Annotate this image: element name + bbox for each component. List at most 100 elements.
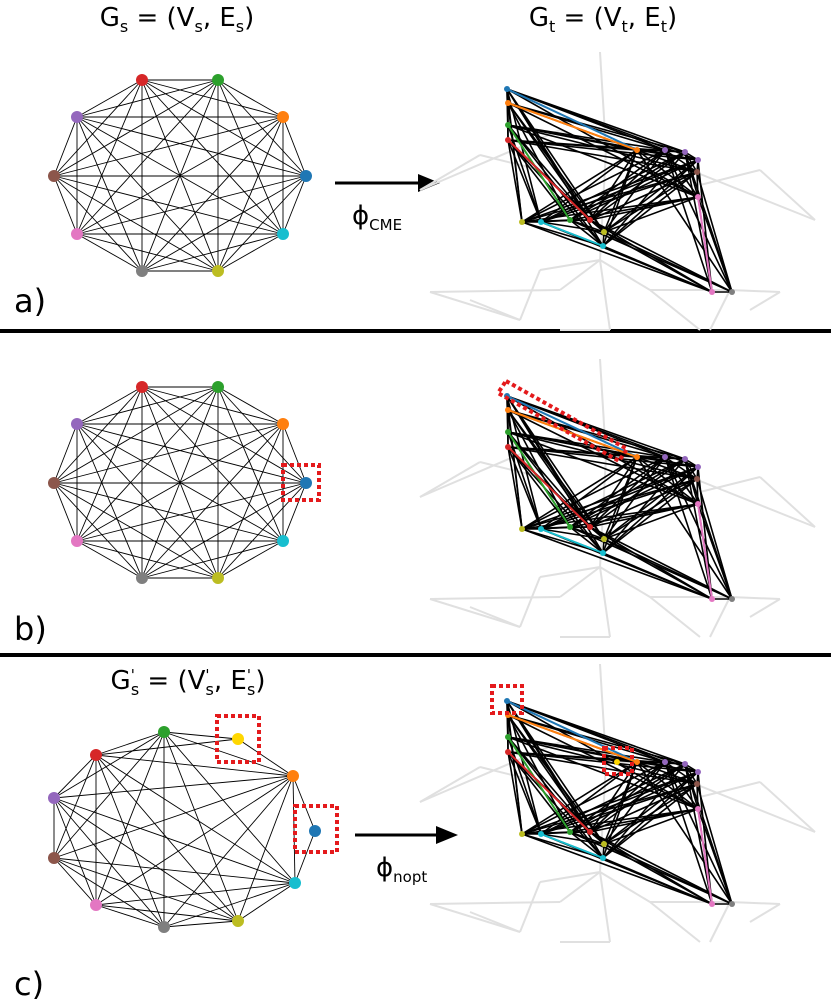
mapped-edge [696, 171, 733, 293]
mapped-edge [521, 833, 713, 905]
source-graph-a [48, 74, 312, 277]
target-node [695, 464, 701, 470]
mapped-edge [521, 528, 713, 600]
mapped-colored-edge [506, 700, 638, 763]
source-edge [53, 797, 296, 884]
mapped-edge [636, 761, 733, 905]
source-edge [95, 882, 296, 906]
source-edge [217, 79, 284, 235]
source-edge [76, 233, 143, 272]
mapped-edge [589, 831, 733, 905]
background-edge [749, 598, 781, 618]
target-graph-c [419, 663, 816, 943]
mapped-edge [569, 763, 686, 833]
target-node [662, 147, 668, 153]
target-node [695, 157, 701, 163]
source-node [71, 228, 83, 240]
mapped-edge [540, 526, 571, 530]
source-edge [76, 423, 307, 484]
source-edge [95, 904, 165, 928]
source-node [158, 726, 170, 738]
mapped-edge [507, 102, 605, 233]
mapped-edge [664, 761, 713, 905]
mapped-edge [507, 139, 523, 223]
source-edge [141, 233, 284, 272]
mapped-edge [507, 714, 686, 765]
target-node [587, 829, 593, 835]
source-edge [76, 386, 219, 425]
panel-label-c: c) [14, 965, 44, 1003]
source-edge [76, 423, 284, 542]
panel-label-a: a) [14, 282, 46, 320]
source-edge [76, 423, 219, 579]
background-edge [699, 781, 761, 798]
source-edge [217, 386, 307, 484]
source-edge [282, 116, 307, 177]
source-node [48, 792, 60, 804]
target-node [505, 444, 511, 450]
mapped-edge [589, 196, 699, 221]
source-node [212, 265, 224, 277]
mapped-edge [603, 171, 698, 233]
mapped-edge [696, 478, 699, 505]
mapped-edge [603, 196, 699, 233]
mapped-edge [507, 409, 686, 460]
mapped-colored-edge [697, 503, 713, 600]
target-node [505, 407, 511, 413]
source-edge [237, 738, 294, 777]
mapped-edge [589, 763, 686, 833]
background-edge [749, 291, 781, 311]
target-node [505, 100, 511, 106]
source-edge [76, 423, 143, 579]
mapped-colored-edge [506, 395, 638, 458]
source-node [277, 228, 289, 240]
mapped-edge [602, 245, 713, 293]
source-node [90, 899, 102, 911]
highlight-target-edge-b [495, 378, 630, 464]
target-graph-a [419, 51, 816, 331]
mapped-edge [507, 446, 699, 468]
mapped-edge [521, 771, 699, 835]
background-edge [419, 154, 481, 191]
mapped-colored-edge [506, 88, 638, 151]
mapped-edge [603, 231, 713, 293]
mapped-edge [664, 456, 686, 460]
mapped-colored-edge [540, 833, 604, 859]
mapped-edge [696, 783, 733, 905]
mapped-colored-edge [507, 736, 571, 833]
source-edge [95, 775, 294, 906]
mapped-edge [664, 149, 713, 293]
mapped-edge [521, 761, 666, 835]
mapped-edge [569, 831, 604, 859]
background-edge [729, 596, 781, 600]
mapped-colored-edge [507, 139, 591, 221]
background-edge [699, 169, 761, 186]
background-edge [599, 566, 611, 638]
mapped-edge [521, 171, 698, 223]
source-node [300, 170, 312, 182]
source-edge [53, 386, 219, 484]
source-edge [53, 482, 219, 579]
mapped-edge [507, 446, 523, 530]
source-node [90, 749, 102, 761]
background-edge [649, 901, 701, 943]
source-edge [53, 797, 165, 928]
mapped-edge [507, 139, 699, 161]
mapped-edge [664, 456, 713, 600]
target-node [600, 550, 606, 556]
source-node [309, 825, 321, 837]
mapped-edge [696, 783, 699, 810]
background-edge [599, 871, 651, 903]
source-edge [53, 857, 165, 928]
mapped-edge [569, 219, 604, 247]
source-edge [53, 731, 165, 799]
source-edge [163, 920, 239, 928]
mapped-edge [589, 219, 733, 293]
source-edge [237, 775, 294, 922]
source-node [287, 770, 299, 782]
target-node [695, 769, 701, 775]
background-edge [759, 169, 816, 221]
background-edge [729, 901, 781, 905]
background-edge [599, 566, 651, 598]
